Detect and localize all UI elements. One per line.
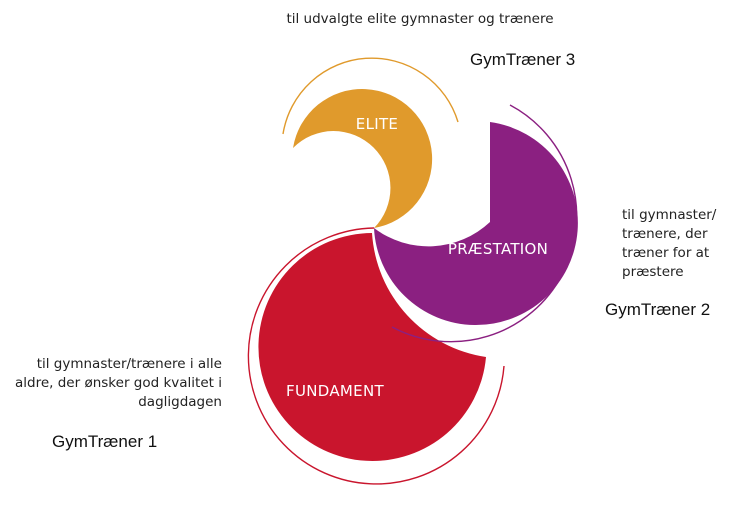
- fundament-level-name: GymTræner 1: [52, 432, 158, 451]
- praestation-description: til gymnaster/ trænere, der træner for a…: [622, 207, 717, 280]
- praestation-label: PRÆSTATION: [448, 240, 548, 258]
- elite-outline: [282, 57, 459, 135]
- fundament-label: FUNDAMENT: [286, 382, 384, 400]
- praestation-level-name: GymTræner 2: [605, 300, 711, 319]
- fundament-segment: [258, 233, 486, 461]
- elite-description: til udvalgte elite gymnaster og trænere: [286, 11, 554, 27]
- elite-label: ELITE: [356, 115, 398, 133]
- fundament-outline: [247, 227, 505, 485]
- elite-level-name: GymTræner 3: [470, 50, 576, 69]
- praestation-segment: [374, 122, 578, 326]
- elite-segment: [293, 89, 433, 228]
- fundament-description: til gymnaster/trænere i alle aldre, der …: [15, 356, 222, 410]
